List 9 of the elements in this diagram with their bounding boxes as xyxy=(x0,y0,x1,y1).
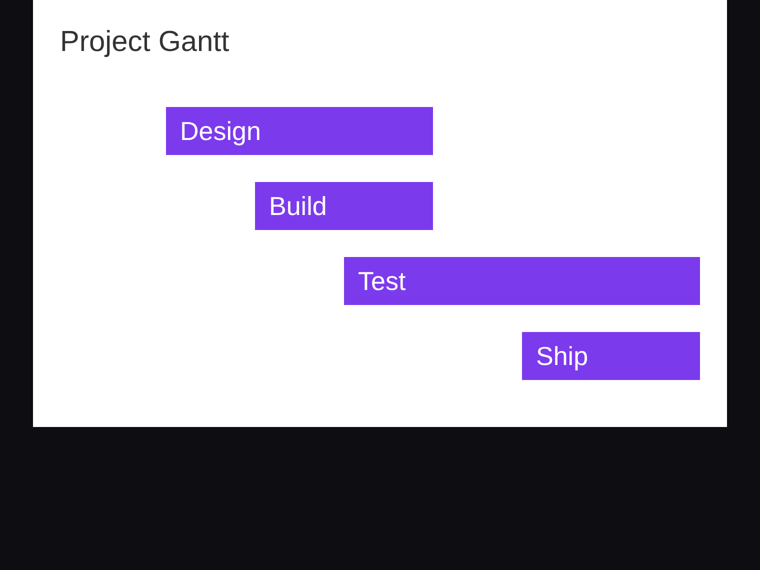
task-label: Build xyxy=(269,192,327,221)
chart-title: Project Gantt xyxy=(60,26,230,59)
task-bar xyxy=(344,257,700,305)
task-bar xyxy=(522,332,700,380)
task-bar xyxy=(255,182,433,230)
task-label: Test xyxy=(358,267,406,296)
task-label: Design xyxy=(180,117,261,146)
task-label: Ship xyxy=(536,342,588,371)
task-bar xyxy=(166,107,433,155)
